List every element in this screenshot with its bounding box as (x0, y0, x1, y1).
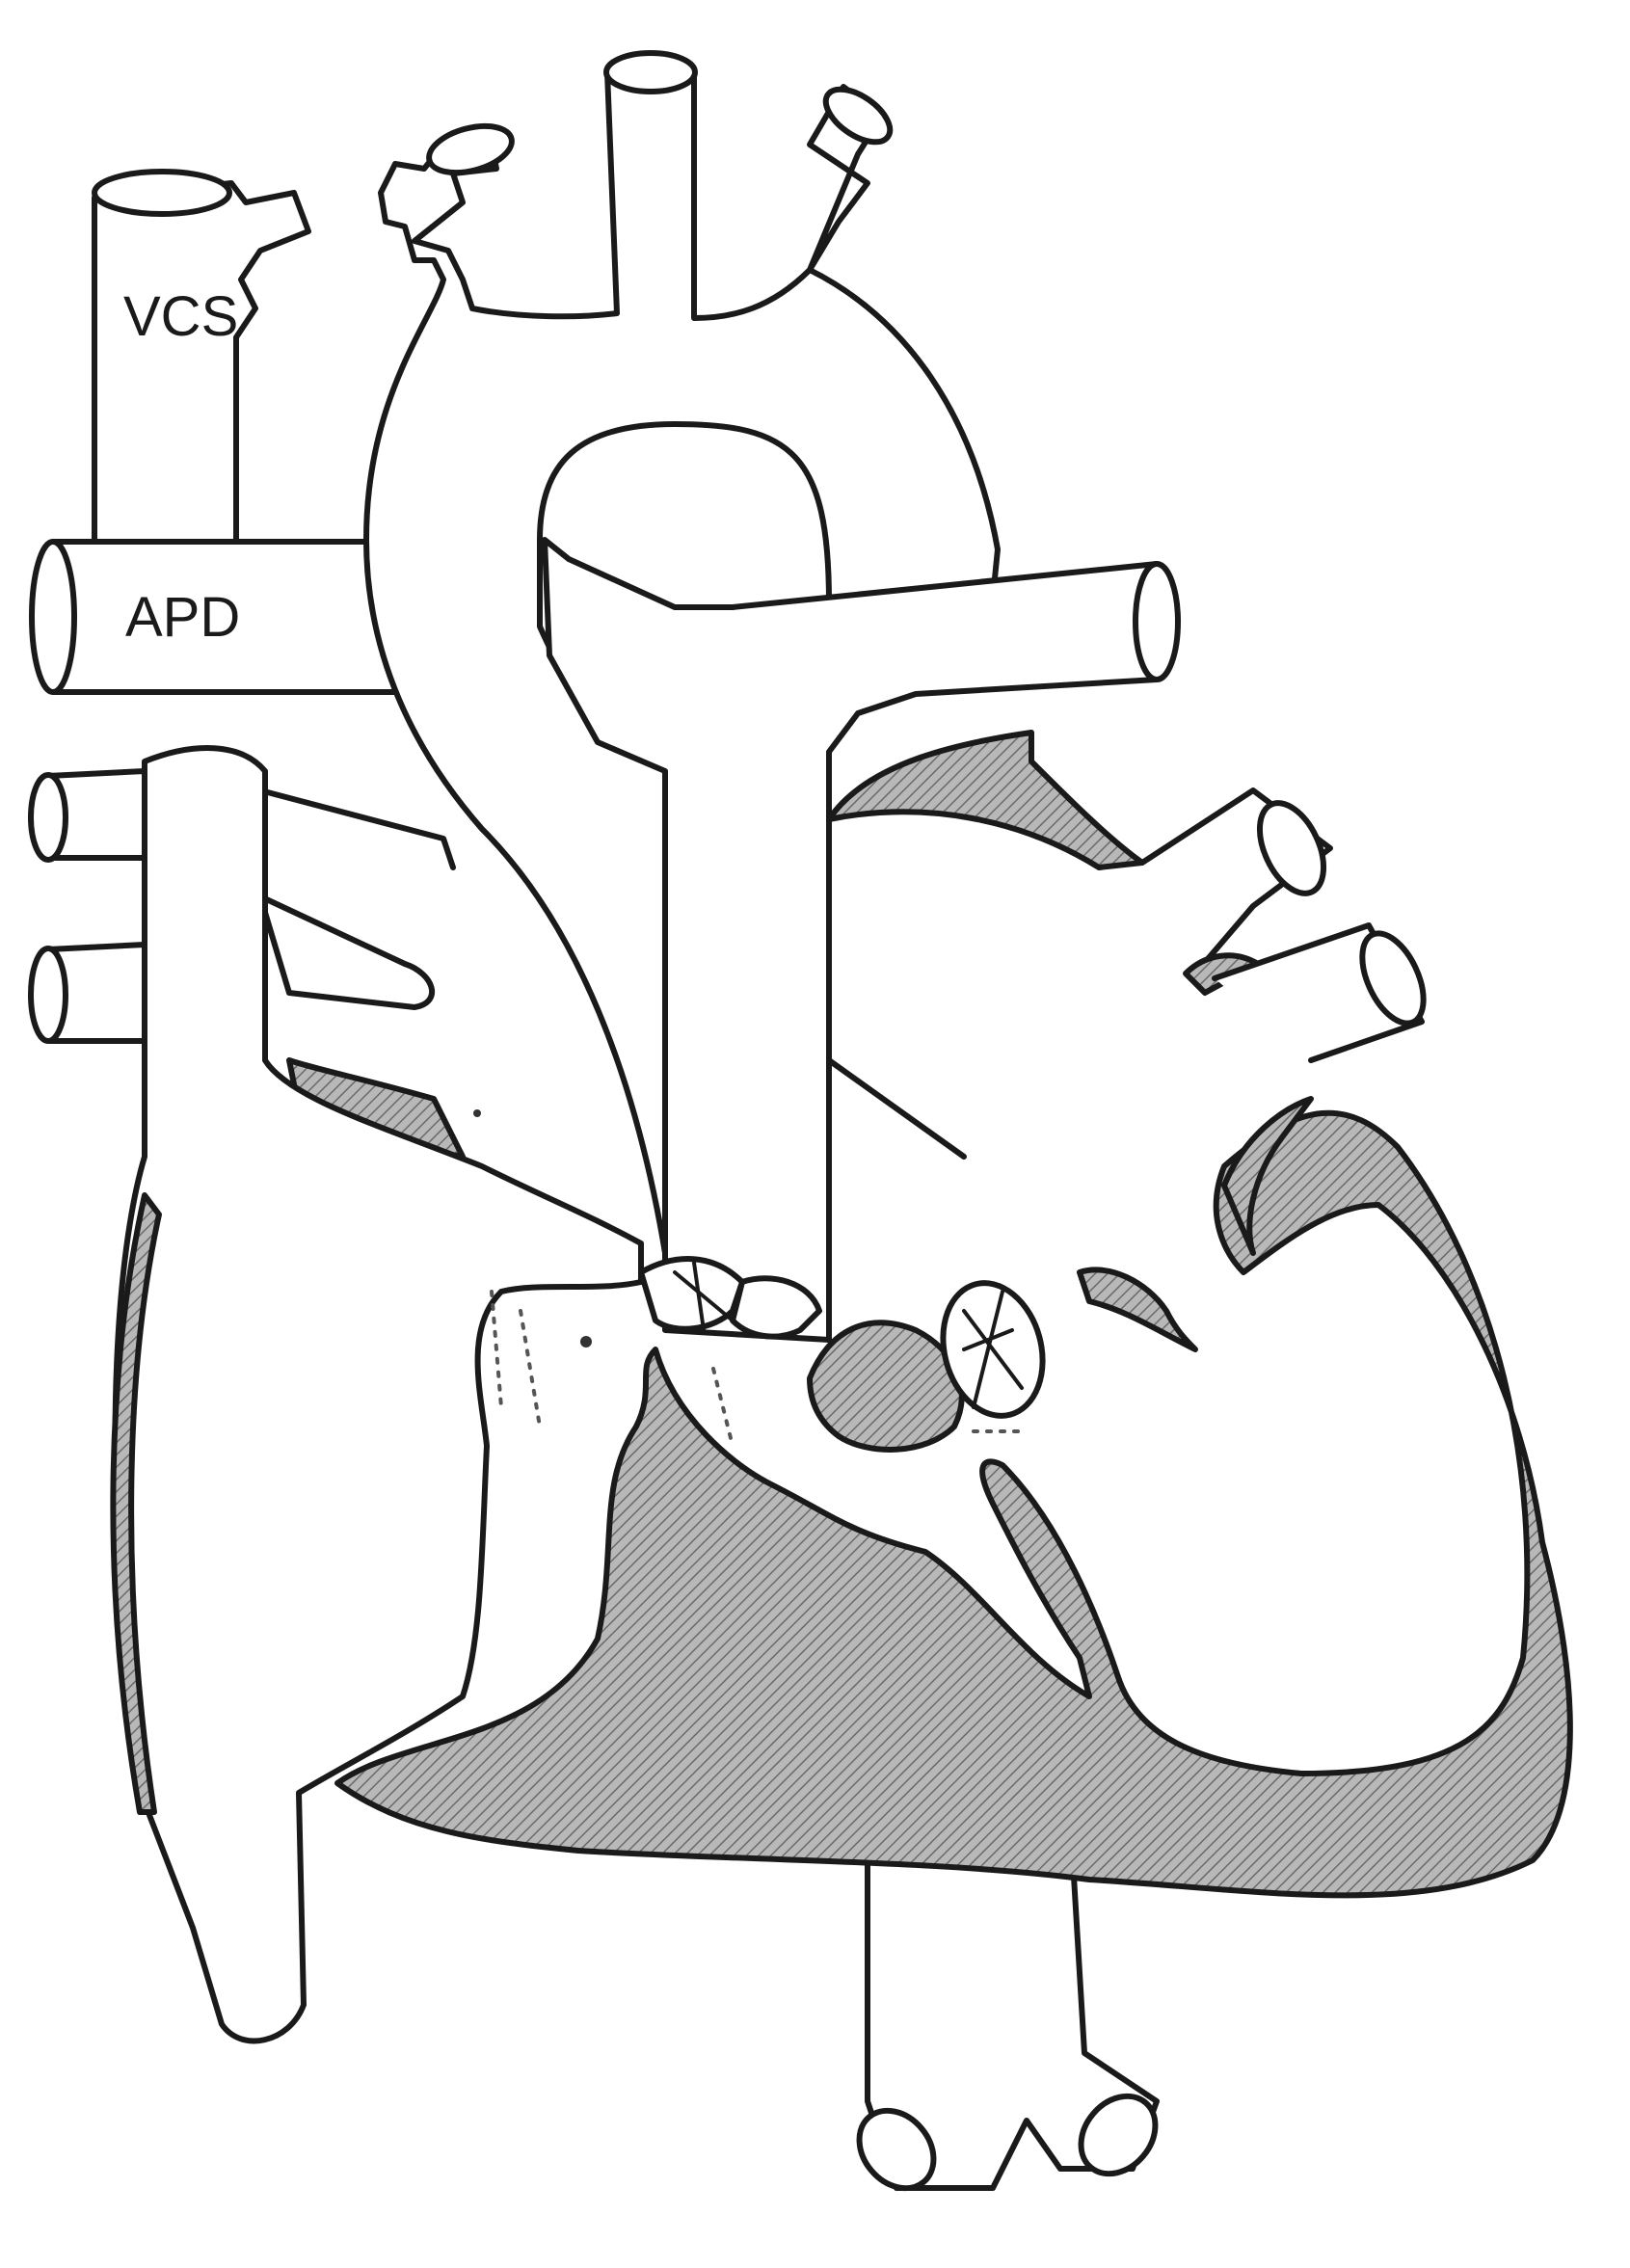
right-pulmonary-artery (29, 539, 408, 695)
left-atrium (826, 730, 1427, 1160)
inferior-vena-cava (856, 1809, 1160, 2192)
right-atrium (110, 745, 644, 2044)
label-apd: APD (125, 586, 240, 649)
superior-vena-cava (92, 169, 311, 545)
valve-marker-dot (580, 1336, 592, 1347)
aortic-arch (363, 50, 1001, 1256)
small-marker-dot (473, 1109, 481, 1117)
ventricles (334, 1096, 1573, 1899)
right-pulmonary-veins (28, 768, 466, 1160)
label-vcs: VCS (123, 285, 238, 348)
pulmonary-trunk (542, 537, 1181, 1343)
valves (473, 1109, 1046, 1448)
